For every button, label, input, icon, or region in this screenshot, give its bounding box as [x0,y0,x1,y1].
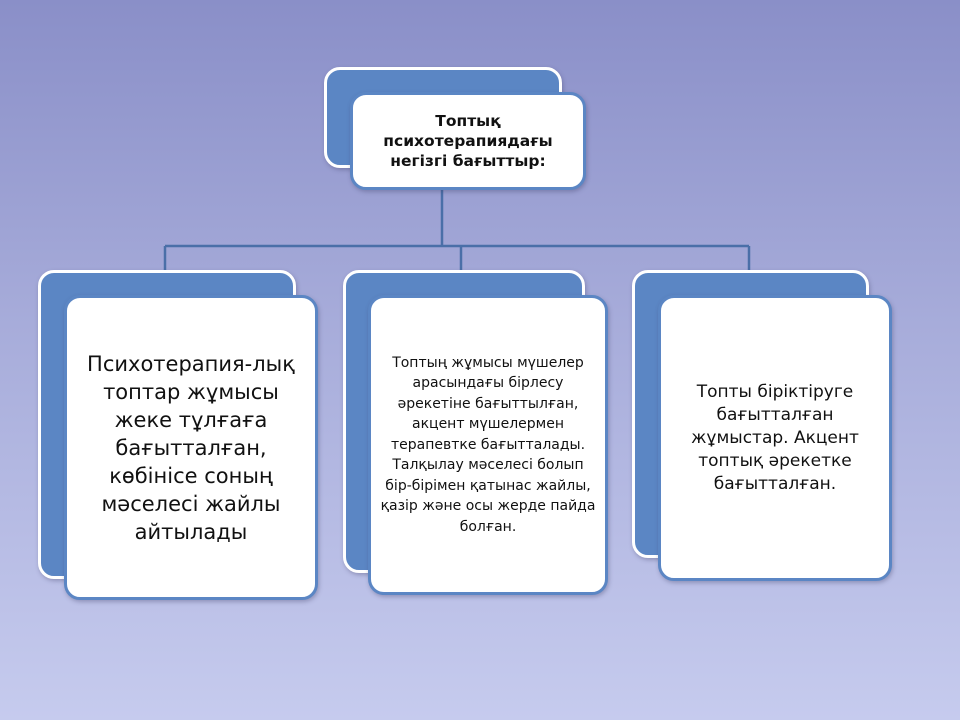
child-node-1-text: Психотерапия-лық топтар жұмысы жеке тұлғ… [87,351,295,544]
child-node-3: Топты біріктіруге бағытталған жұмыстар. … [658,295,892,581]
child-node-2-text: Топтың жұмысы мүшелер арасындағы бірлесу… [380,354,596,535]
child-node-3-text: Топты біріктіруге бағытталған жұмыстар. … [691,381,859,494]
child-node-1: Психотерапия-лық топтар жұмысы жеке тұлғ… [64,295,318,600]
root-node: Топтық психотерапиядағы негізгі бағыттыр… [350,92,586,190]
root-node-text: Топтық психотерапиядағы негізгі бағыттыр… [383,112,553,170]
child-node-2: Топтың жұмысы мүшелер арасындағы бірлесу… [368,295,608,595]
